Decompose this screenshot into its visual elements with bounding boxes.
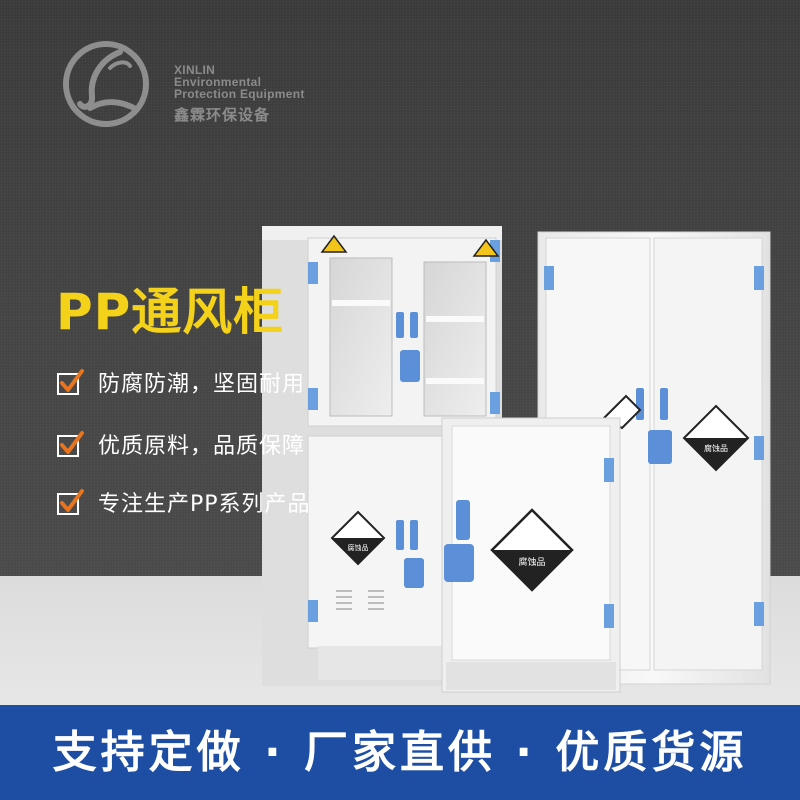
feature-text: 专注生产PP系列产品: [98, 492, 311, 517]
feature-item: 优质原料，品质保障: [56, 424, 305, 464]
check-icon: [57, 369, 84, 395]
corrosive-hazard-icon: [330, 510, 386, 566]
check-icon: [57, 431, 84, 457]
feature-item: 专注生产PP系列产品: [56, 482, 311, 522]
biohazard-warning-icon: [320, 234, 348, 253]
feature-text: 防腐防潮，坚固耐用: [98, 372, 306, 397]
brand-logo-icon: [63, 41, 149, 127]
brand-chinese-name: 鑫霖环保设备: [174, 106, 271, 124]
check-icon: [57, 489, 84, 515]
brand-english-name: XINLIN Environmental Protection Equipmen…: [174, 64, 305, 100]
corrosive-hazard-icon: [490, 508, 574, 592]
banner-slogan: 支持定做 · 厂家直供 · 优质货源: [52, 727, 748, 778]
brand-en-line2: Environmental: [174, 75, 262, 89]
front-cabinet: 腐蚀品: [441, 417, 621, 693]
feature-text: 优质原料，品质保障: [98, 434, 306, 459]
brand-en-line1: XINLIN: [174, 63, 216, 77]
corrosive-label-front: 腐蚀品: [518, 556, 545, 568]
feature-item: 防腐防潮，坚固耐用: [56, 362, 305, 402]
bottom-banner: 支持定做 · 厂家直供 · 优质货源: [0, 705, 800, 800]
product-headline: PP通风柜: [56, 283, 285, 341]
cabinets-illustration: 腐蚀品 腐蚀品: [262, 226, 771, 693]
corrosive-label-left: 腐蚀品: [348, 543, 369, 552]
corrosive-hazard-icon: [682, 404, 750, 472]
brand-en-line3: Protection Equipment: [174, 87, 305, 101]
corrosive-label-right: 腐蚀品: [704, 443, 728, 453]
biohazard-warning-icon: [472, 238, 500, 257]
